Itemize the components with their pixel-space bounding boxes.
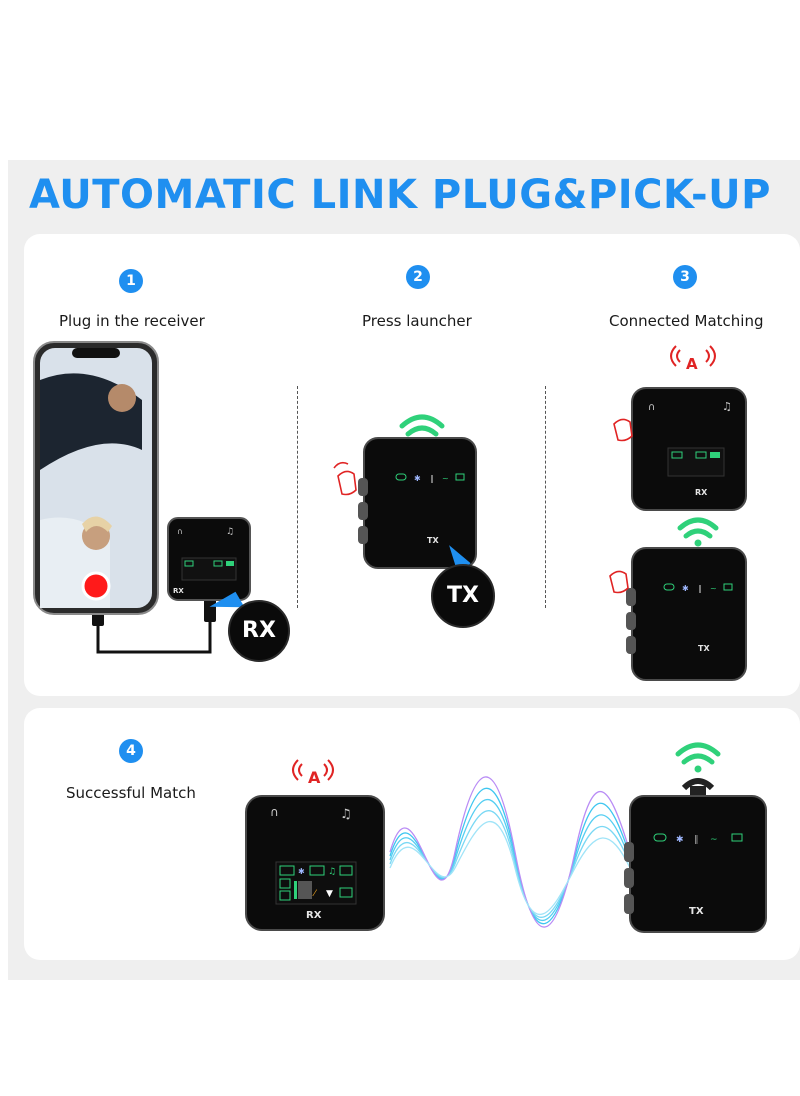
person-bottom-head	[82, 522, 110, 550]
tx-label-step3: TX	[698, 644, 710, 653]
tx-label-large: TX	[689, 906, 704, 917]
step-3-label: Connected Matching	[609, 312, 764, 330]
rx-display-large	[275, 861, 357, 905]
headphone-icon: ∩	[648, 402, 655, 413]
divider-2	[545, 386, 546, 608]
phone-and-receiver-illustration: ∩ ♫	[33, 341, 251, 654]
phone-notch	[72, 348, 120, 358]
svg-text:▼: ▼	[326, 889, 333, 899]
rx-label-large: RX	[306, 910, 322, 921]
music-icon: ♫	[722, 400, 732, 413]
step-2-badge: 2	[406, 265, 430, 289]
headphone-icon-small: ∩	[177, 527, 183, 536]
step-2-label: Press launcher	[362, 312, 472, 330]
svg-text:‖: ‖	[694, 835, 699, 845]
hand-press-icon-tx	[609, 570, 629, 594]
svg-text:✱: ✱	[414, 474, 421, 483]
step-1-label: Plug in the receiver	[59, 312, 205, 330]
sound-wave-graphic	[389, 776, 631, 928]
tx-device-step3	[631, 547, 747, 681]
hand-press-icon-rx	[613, 418, 633, 442]
rx-callout: RX	[228, 600, 290, 662]
rx-small-label: RX	[173, 587, 184, 595]
tx-clip	[681, 778, 715, 791]
tx-device-label: TX	[427, 536, 439, 545]
svg-text:‖: ‖	[698, 584, 702, 593]
step-4-badge: 4	[119, 739, 143, 763]
tx-button-3	[358, 526, 368, 544]
svg-text:✱: ✱	[682, 584, 689, 593]
svg-text:⁄: ⁄	[312, 889, 318, 899]
record-button	[81, 571, 111, 601]
tx-device-large	[629, 795, 767, 933]
headphone-icon-large: ∩	[270, 805, 279, 819]
hand-press-icon	[333, 461, 357, 496]
page-headline: AUTOMATIC LINK PLUG&PICK-UP	[29, 172, 771, 218]
tx-wifi-icon-step3	[677, 517, 719, 547]
person-bottom-hair	[82, 516, 112, 532]
person-top-head	[108, 384, 136, 412]
rx-antenna-icon	[670, 345, 716, 367]
step-3-badge: 3	[673, 265, 697, 289]
svg-text:✱: ✱	[298, 867, 305, 876]
connected-matching-illustration: ∩ ♫ ✱ ‖ ~	[609, 345, 747, 681]
rx-label-step3: RX	[695, 488, 708, 497]
svg-text:~: ~	[710, 835, 718, 845]
divider-1	[297, 386, 298, 608]
svg-text:~: ~	[442, 474, 449, 483]
cable-plug-receiver	[204, 598, 216, 622]
rx-antenna-icon-large	[292, 759, 334, 781]
svg-text:✱: ✱	[676, 835, 684, 845]
step-1-badge: 1	[119, 269, 143, 293]
svg-text:‖: ‖	[430, 474, 434, 483]
tx-wifi-icon-large	[675, 742, 721, 773]
svg-text:♫: ♫	[328, 867, 336, 877]
tx-callout: TX	[431, 564, 495, 628]
tx-button-1	[358, 478, 368, 496]
music-icon-large: ♫	[340, 807, 352, 822]
antenna-letter-step3: A	[686, 355, 698, 373]
usb-cable	[96, 608, 212, 654]
tx-device	[363, 437, 477, 569]
step-4-label: Successful Match	[66, 784, 196, 802]
tx-button-2	[358, 502, 368, 520]
antenna-letter-large: A	[308, 768, 321, 787]
music-icon-small: ♫	[226, 527, 234, 537]
successful-match-illustration: ∩ ♫ ✱ ♫ ⁄ ▼ ✱ ‖ ~	[245, 742, 767, 933]
svg-text:~: ~	[710, 584, 717, 593]
tx-press-illustration: ✱ ‖ ~	[333, 414, 477, 569]
